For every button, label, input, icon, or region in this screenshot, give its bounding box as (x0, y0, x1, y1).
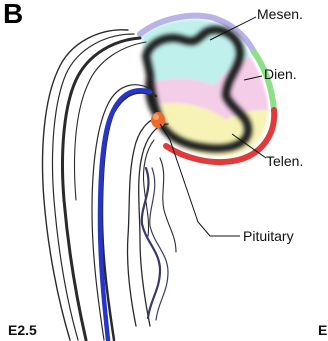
pituitary-label: Pituitary (243, 228, 294, 244)
pituitary (151, 112, 165, 128)
telencephalon-label: Telen. (266, 153, 303, 169)
diencephalon-label: Dien. (264, 66, 297, 82)
stage-label-fragment: E (318, 322, 327, 338)
pituitary-blob (151, 112, 165, 128)
panel-letter: B (3, 0, 23, 30)
stage-label: E2.5 (8, 322, 37, 338)
mesencephalon-label: Mesen. (257, 6, 303, 22)
lower-vessel-lines (142, 158, 176, 320)
